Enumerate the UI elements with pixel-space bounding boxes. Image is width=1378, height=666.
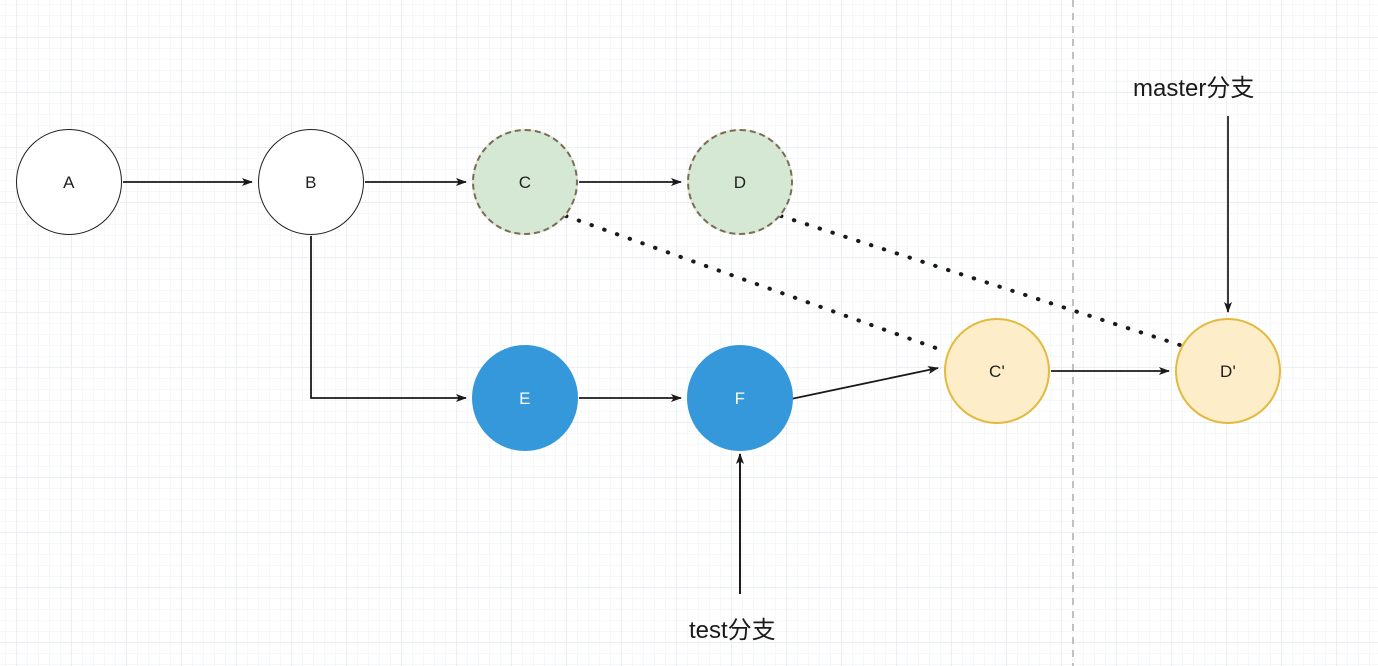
node-d[interactable]: D [687,129,793,235]
node-e-label: E [519,388,531,408]
node-a[interactable]: A [16,129,122,235]
node-b-label: B [305,172,317,192]
node-f-label: F [734,388,746,408]
edge-c-to-c-prime-dotted [564,214,949,354]
test-branch-label: test分支 [689,617,776,644]
node-f[interactable]: F [687,345,793,451]
node-c-prime-label: C' [988,361,1006,381]
node-e[interactable]: E [472,345,578,451]
node-d-label: D [733,172,747,192]
master-branch-label: master分支 [1133,75,1255,102]
node-c-prime[interactable]: C' [944,318,1050,424]
node-a-label: A [63,172,75,192]
node-d-prime-label: D' [1219,361,1237,381]
node-c[interactable]: C [472,129,578,235]
edge-b-to-e [310,236,467,402]
edge-d-to-d-prime-dotted [779,214,1182,347]
node-b[interactable]: B [258,129,364,235]
edge-f-to-c-prime [790,366,939,400]
node-d-prime[interactable]: D' [1175,318,1281,424]
node-c-label: C [518,172,532,192]
